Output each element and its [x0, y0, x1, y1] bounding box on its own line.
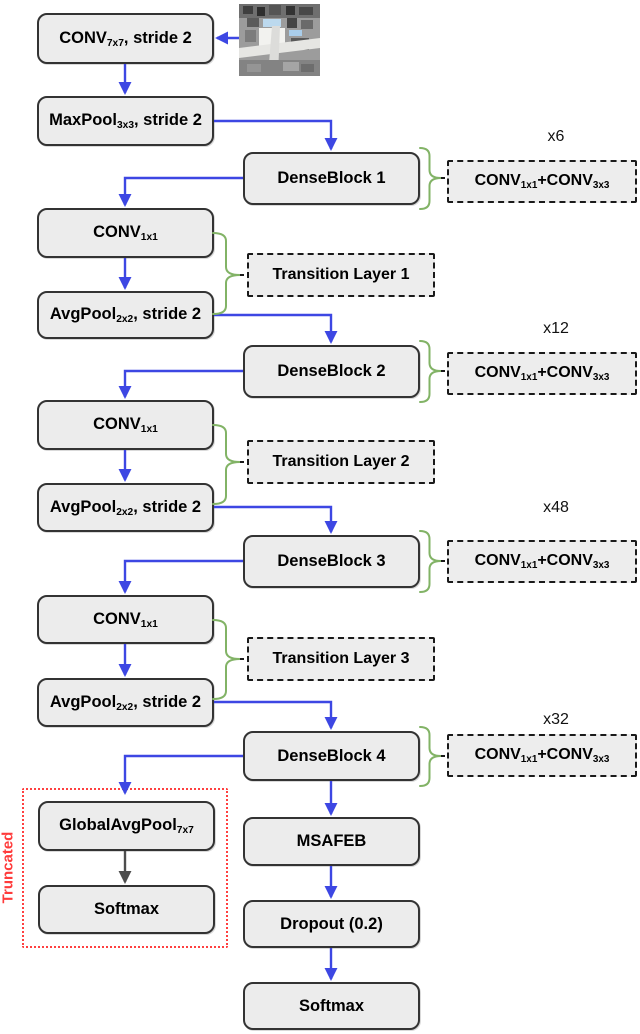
arrow-avgpool1-to-denseblock2	[214, 313, 338, 344]
brace-denseblock3	[419, 530, 442, 593]
node-avgpool-2: AvgPool2x2, stride 2	[37, 483, 214, 532]
brace-transition1	[212, 232, 241, 315]
node-denseblock-1: DenseBlock 1	[243, 152, 420, 205]
repeat-block-1: CONV1x1+CONV3x3	[447, 160, 637, 203]
node-softmax-output: Softmax	[243, 982, 420, 1030]
input-image-thumbnail	[239, 4, 320, 76]
repeat-block-4: CONV1x1+CONV3x3	[447, 734, 637, 777]
brace-denseblock2	[419, 340, 442, 403]
brace-denseblock4	[419, 726, 442, 787]
node-label: CONV1x1+CONV3x3	[474, 552, 610, 571]
repeat-block-2: CONV1x1+CONV3x3	[447, 352, 637, 395]
arrow-denseblock3-to-conv1x1-3	[118, 559, 243, 594]
truncated-label: Truncated	[0, 831, 17, 904]
node-label: CONV7x7, stride 2	[59, 28, 192, 49]
node-label: Softmax	[298, 996, 365, 1015]
repeat-multiplier-3: x48	[543, 499, 569, 516]
node-denseblock-4: DenseBlock 4	[243, 731, 420, 781]
node-label: Transition Layer 2	[272, 453, 410, 470]
brace-transition2	[212, 424, 241, 505]
node-label: MSAFEB	[296, 832, 367, 850]
arrow-avgpool3-to-denseblock4	[214, 700, 338, 730]
node-label: AvgPool2x2, stride 2	[49, 305, 202, 325]
node-label: CONV1x1+CONV3x3	[474, 746, 610, 765]
node-label: Dropout (0.2)	[280, 914, 383, 933]
node-label: GlobalAvgPool7x7	[59, 816, 194, 836]
node-avgpool-1: AvgPool2x2, stride 2	[37, 291, 214, 339]
node-maxpool: MaxPool3x3, stride 2	[37, 96, 214, 146]
node-conv1x1-3: CONV1x1	[37, 595, 214, 644]
node-denseblock-3: DenseBlock 3	[243, 535, 420, 588]
node-conv7x7: CONV7x7, stride 2	[37, 13, 214, 64]
node-label: DenseBlock 2	[277, 362, 386, 380]
transition-layer-2-box: Transition Layer 2	[247, 440, 435, 484]
node-globalavgpool: GlobalAvgPool7x7	[38, 801, 215, 851]
node-label: Softmax	[93, 900, 160, 918]
node-label: MaxPool3x3, stride 2	[49, 111, 202, 131]
node-label: DenseBlock 3	[277, 552, 386, 570]
node-label: CONV1x1	[93, 609, 158, 630]
node-msafeb: MSAFEB	[243, 817, 420, 866]
repeat-multiplier-2: x12	[543, 320, 569, 337]
node-avgpool-3: AvgPool2x2, stride 2	[37, 678, 214, 727]
node-label: CONV1x1	[93, 223, 158, 243]
node-denseblock-2: DenseBlock 2	[243, 345, 420, 398]
node-label: AvgPool2x2, stride 2	[49, 497, 202, 518]
arrow-denseblock2-to-conv1x1-2	[118, 369, 243, 399]
arrow-avgpool2-to-denseblock3	[214, 505, 338, 534]
repeat-multiplier-4: x32	[543, 711, 569, 728]
node-label: DenseBlock 4	[277, 746, 386, 765]
node-dropout: Dropout (0.2)	[243, 900, 420, 948]
brace-transition3	[212, 619, 241, 700]
node-conv1x1-2: CONV1x1	[37, 400, 214, 450]
arrow-denseblock1-to-conv1x1-1	[118, 176, 243, 207]
node-label: DenseBlock 1	[277, 169, 386, 187]
node-label: CONV1x1	[93, 415, 158, 435]
arrow-maxpool-to-denseblock1	[214, 119, 338, 151]
node-label: CONV1x1+CONV3x3	[474, 172, 610, 191]
node-label: Transition Layer 3	[272, 650, 410, 667]
transition-layer-3-box: Transition Layer 3	[247, 637, 435, 681]
repeat-multiplier-1: x6	[547, 128, 565, 145]
repeat-block-3: CONV1x1+CONV3x3	[447, 540, 637, 583]
transition-layer-1-box: Transition Layer 1	[247, 253, 435, 297]
node-softmax-truncated: Softmax	[38, 885, 215, 934]
node-label: Transition Layer 1	[272, 266, 410, 283]
brace-denseblock1	[419, 147, 442, 210]
node-conv1x1-1: CONV1x1	[37, 208, 214, 258]
node-label: AvgPool2x2, stride 2	[49, 692, 202, 713]
node-label: CONV1x1+CONV3x3	[474, 364, 610, 383]
transition-braces	[212, 232, 241, 700]
